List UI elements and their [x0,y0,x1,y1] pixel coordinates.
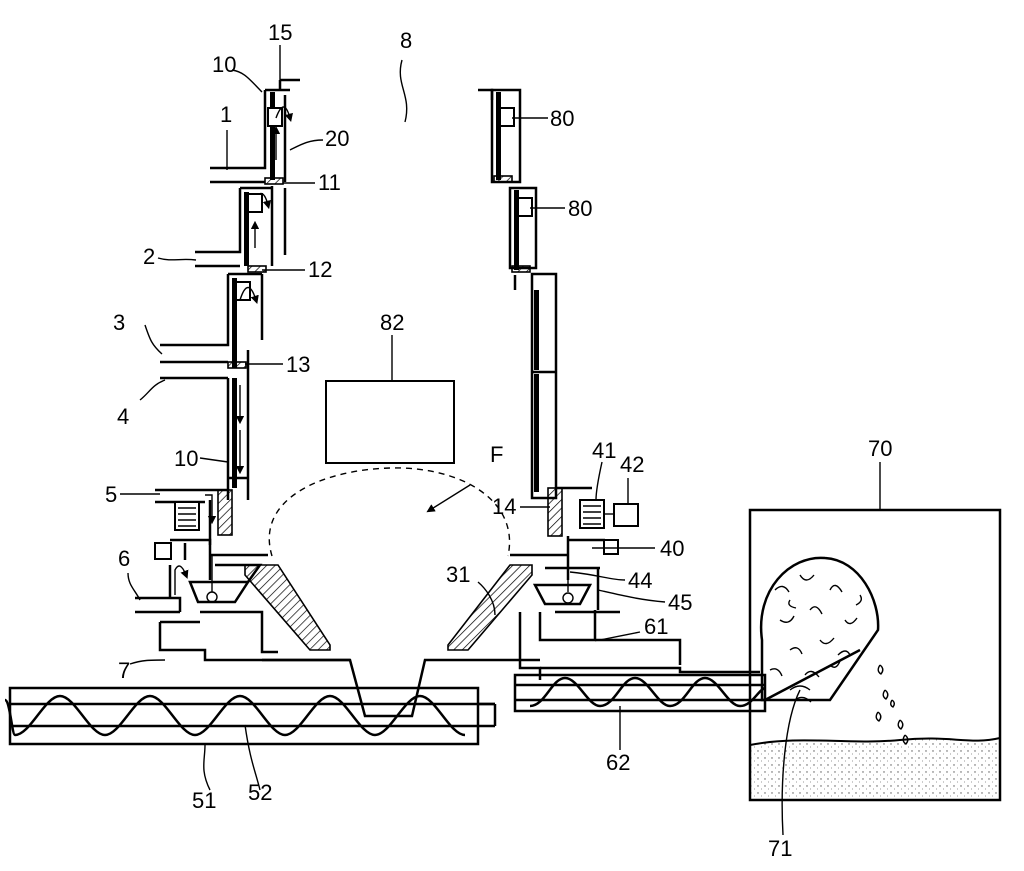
label-80-top: 80 [550,106,574,131]
label-31: 31 [446,562,470,587]
label-6: 6 [118,546,130,571]
tank-70 [748,508,1002,802]
label-40: 40 [660,536,684,561]
right-column [447,88,682,680]
leader-lines [120,45,881,836]
label-70: 70 [868,436,892,461]
label-1: 1 [220,102,232,127]
label-4: 4 [117,404,129,429]
label-62: 62 [606,750,630,775]
label-11: 11 [318,170,341,195]
label-71: 71 [768,836,792,861]
label-3: 3 [113,310,125,335]
flow-boundary [268,467,511,557]
label-42: 42 [620,452,644,477]
label-61: 61 [644,614,668,639]
label-5: 5 [105,482,117,507]
label-52: 52 [248,780,272,805]
label-44: 44 [628,568,652,593]
screw-conveyor-62 [513,666,767,713]
box-82 [325,380,455,464]
label-80-mid: 80 [568,196,592,221]
screw-conveyor-52 [3,686,497,746]
label-10-lower: 10 [174,446,198,471]
label-14: 14 [492,494,516,519]
label-F: F [490,442,503,467]
left-column [135,78,350,662]
funnel-outlet [262,658,540,718]
label-41: 41 [592,438,616,463]
label-8: 8 [400,28,412,53]
label-7: 7 [118,658,130,683]
reference-labels: 15 10 8 1 20 11 2 12 3 13 4 82 10 5 6 F … [105,20,892,861]
label-51: 51 [192,788,216,813]
label-13: 13 [286,352,310,377]
label-82: 82 [380,310,404,335]
label-45: 45 [668,590,692,615]
label-2: 2 [143,244,155,269]
label-10-top: 10 [212,52,236,77]
label-20: 20 [325,126,349,151]
flow-arrow [426,484,471,513]
label-15: 15 [268,20,292,45]
label-12: 12 [308,257,332,282]
